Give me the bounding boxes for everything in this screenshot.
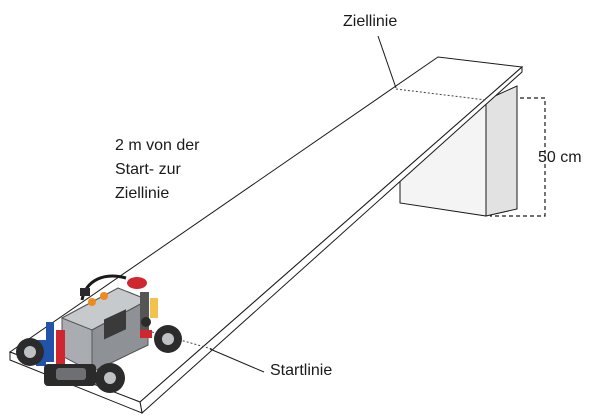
finish-line-label: Ziellinie — [343, 13, 398, 30]
distance-label-line-2: Start- zur — [115, 161, 181, 178]
robot-vehicle-icon — [16, 274, 182, 393]
height-dimension — [490, 97, 546, 217]
finish-line-leader — [377, 35, 397, 89]
distance-label: 2 m von der Start- zur Ziellinie — [115, 134, 199, 206]
start-line-leader — [209, 348, 265, 373]
distance-label-line-3: Ziellinie — [115, 185, 170, 202]
finish-line-marker — [395, 88, 487, 101]
height-label: 50 cm — [538, 149, 582, 166]
distance-label-line-1: 2 m von der — [115, 137, 200, 154]
start-line-label: Startlinie — [270, 362, 333, 379]
height-bracket — [490, 97, 546, 217]
support-box-side — [485, 85, 518, 217]
